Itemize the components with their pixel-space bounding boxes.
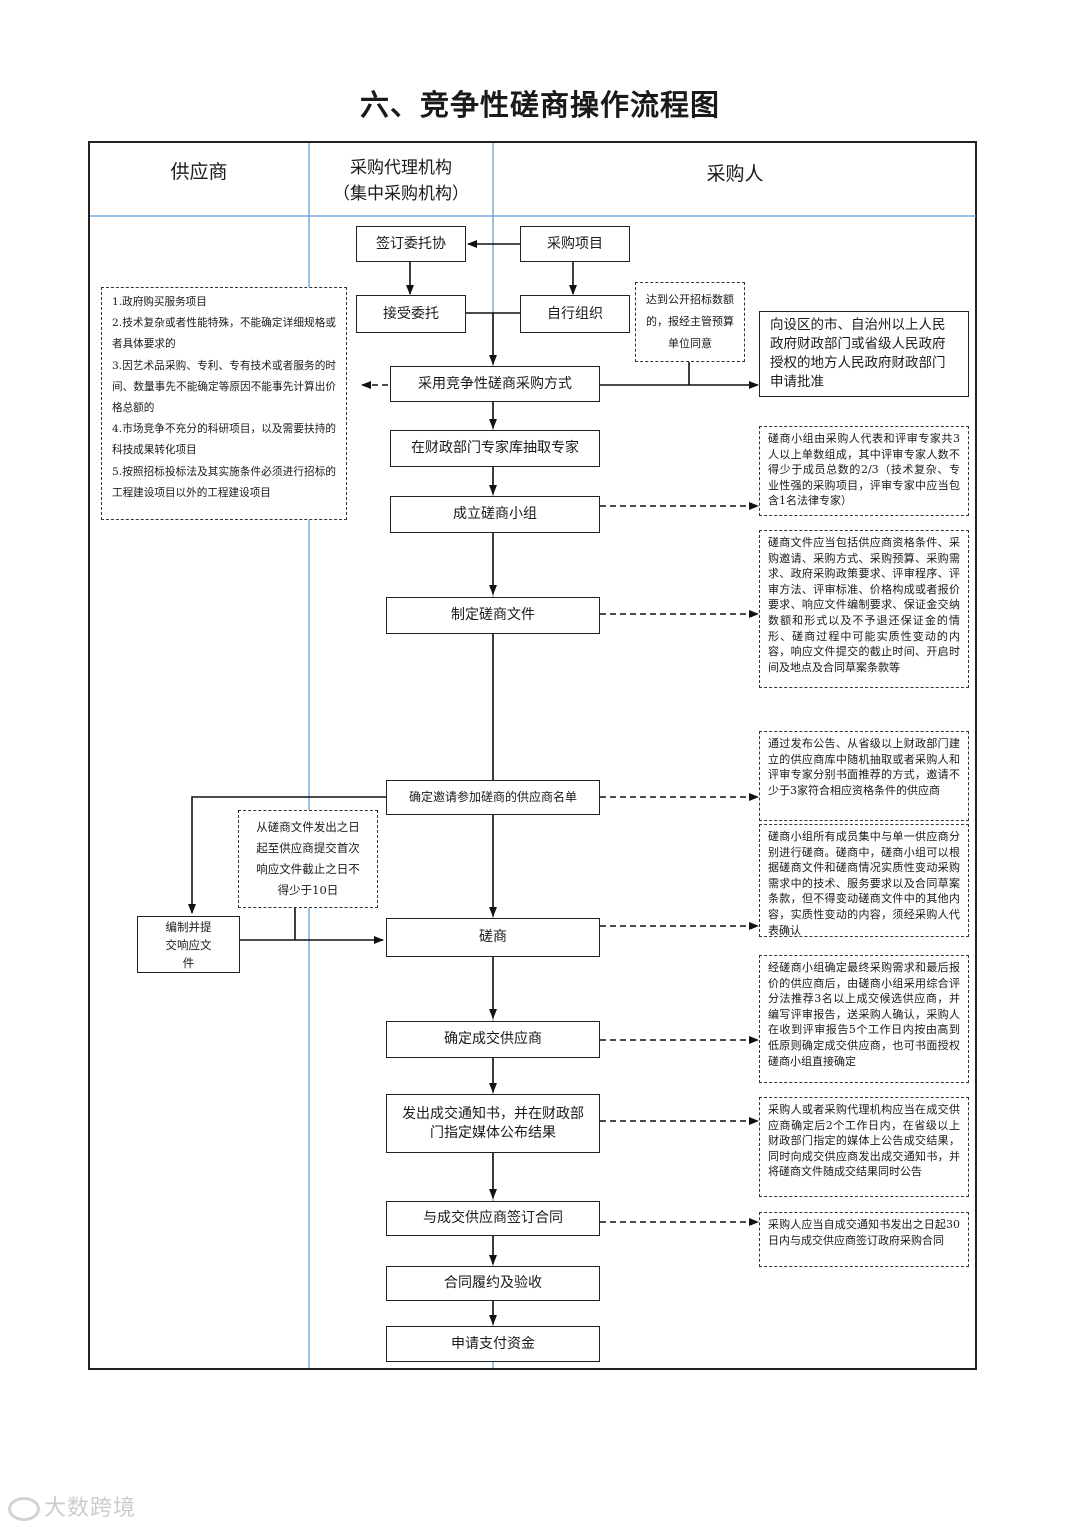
note-contract-deadline: 采购人应当自成交通知书发出之日起30日内与成交供应商签订政府采购合同 xyxy=(759,1212,969,1267)
condition-item: 2.技术复杂或者性能特殊，不能确定详细规格或者具体要求的 xyxy=(112,317,336,351)
negotiate-box: 磋商 xyxy=(386,918,600,957)
lane-header-agency-line2: （集中采购机构） xyxy=(333,184,469,204)
note-applicable-conditions: 1.政府购买服务项目 2.技术复杂或者性能特殊，不能确定详细规格或者具体要求的 … xyxy=(101,287,347,520)
condition-item: 4.市场竞争不充分的科研项目，以及需要扶持的科技成果转化项目 xyxy=(112,423,336,457)
sign-contract-box: 与成交供应商签订合同 xyxy=(386,1201,600,1236)
condition-item: 3.因艺术品采购、专利、专有技术或者服务的时间、数量事先不能确定等原因不能事先计… xyxy=(112,359,336,415)
condition-item: 1.政府购买服务项目 xyxy=(112,296,207,308)
apply-payment-box: 申请支付资金 xyxy=(386,1326,600,1362)
self-org-box: 自行组织 xyxy=(520,295,630,333)
note-public-tender: 达到公开招标数额的，报经主管预算单位同意 xyxy=(635,282,745,362)
submit-response-box: 编制并提交响应文件 xyxy=(137,916,240,973)
confirm-list-box: 确定邀请参加磋商的供应商名单 xyxy=(386,780,600,815)
watermark: 大数跨境 xyxy=(8,1490,136,1522)
draw-experts-box: 在财政部门专家库抽取专家 xyxy=(390,430,600,467)
note-negotiation-rules: 磋商小组所有成员集中与单一供应商分别进行磋商。磋商中，磋商小组可以根据磋商文件和… xyxy=(759,824,969,937)
confirm-supplier-box: 确定成交供应商 xyxy=(386,1021,600,1058)
page-title: 六、竞争性磋商操作流程图 xyxy=(359,88,720,122)
make-docs-box: 制定磋商文件 xyxy=(386,597,600,634)
lane-header-agency-line1: 采购代理机构 xyxy=(350,158,452,178)
approval-request-box: 向设区的市、自治州以上人民政府财政部门或省级人民政府授权的地方人民政府财政部门申… xyxy=(759,311,969,397)
form-group-box: 成立磋商小组 xyxy=(390,496,600,533)
lane-header-supplier: 供应商 xyxy=(170,161,228,183)
arrow-list-to-submit xyxy=(188,796,386,914)
note-group-composition: 磋商小组由采购人代表和评审专家共3人以上单数组成，其中评审专家人数不得少于成员总… xyxy=(759,426,969,516)
accept-entrust-box: 接受委托 xyxy=(356,295,466,333)
note-docs-content: 磋商文件应当包括供应商资格条件、采购邀请、采购方式、采购预算、采购需求、政府采购… xyxy=(759,530,969,688)
note-result-notice: 采购人或者采购代理机构应当在成交供应商确定后2个工作日内，在省级以上财政部门指定… xyxy=(759,1097,969,1197)
note-response-deadline: 从磋商文件发出之日起至供应商提交首次响应文件截止之日不得少于10日 xyxy=(238,810,378,908)
lane-header-purchaser: 采购人 xyxy=(706,163,764,185)
note-supplier-list: 通过发布公告、从省级以上财政部门建立的供应商库中随机抽取或者采购人和评审专家分别… xyxy=(759,731,969,821)
lane-header-agency: 采购代理机构 （集中采购机构） xyxy=(310,155,492,207)
adopt-method-box: 采用竞争性磋商采购方式 xyxy=(390,366,600,402)
flowchart-frame xyxy=(88,141,977,1370)
watermark-logo-icon xyxy=(8,1497,40,1521)
condition-item: 5.按照招标投标法及其实施条件必须进行招标的工程建设项目以外的工程建设项目 xyxy=(112,465,336,499)
sign-entrust-box: 签订委托协 xyxy=(356,226,466,262)
issue-notice-box: 发出成交通知书，并在财政部门指定媒体公布结果 xyxy=(386,1094,600,1153)
project-box: 采购项目 xyxy=(520,226,630,262)
perform-accept-box: 合同履约及验收 xyxy=(386,1266,600,1301)
note-supplier-selection: 经磋商小组确定最终采购需求和最后报价的供应商后，由磋商小组采用综合评分法推荐3名… xyxy=(759,955,969,1083)
watermark-text: 大数跨境 xyxy=(44,1496,137,1521)
